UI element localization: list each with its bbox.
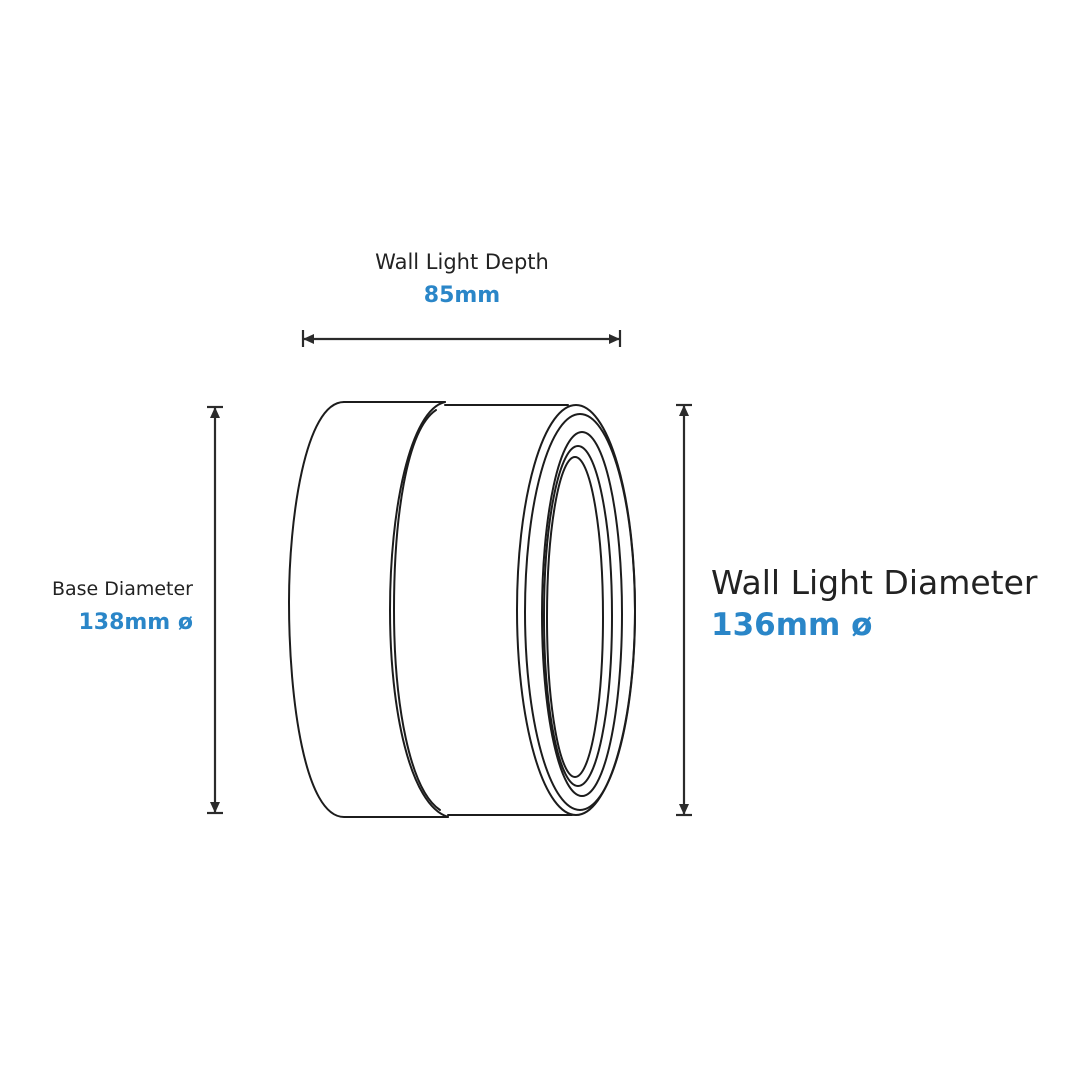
- wall-light-diameter-dimension-line: [676, 403, 692, 817]
- light-front-face: [516, 404, 636, 816]
- base-diameter-label: Base Diameter: [51, 578, 193, 600]
- depth-label: Wall Light Depth: [375, 250, 549, 274]
- light-base-body: [288, 401, 449, 818]
- base-diameter-dimension-line: [207, 405, 223, 815]
- base-diameter-value: 138mm ø: [78, 610, 193, 635]
- wall-light-diameter-label: Wall Light Diameter: [711, 563, 1038, 602]
- light-main-cylinder: [444, 404, 573, 816]
- depth-value: 85mm: [423, 283, 501, 308]
- depth-dimension-line: [301, 330, 622, 347]
- wall-light-diameter-value: 136mm ø: [711, 607, 873, 643]
